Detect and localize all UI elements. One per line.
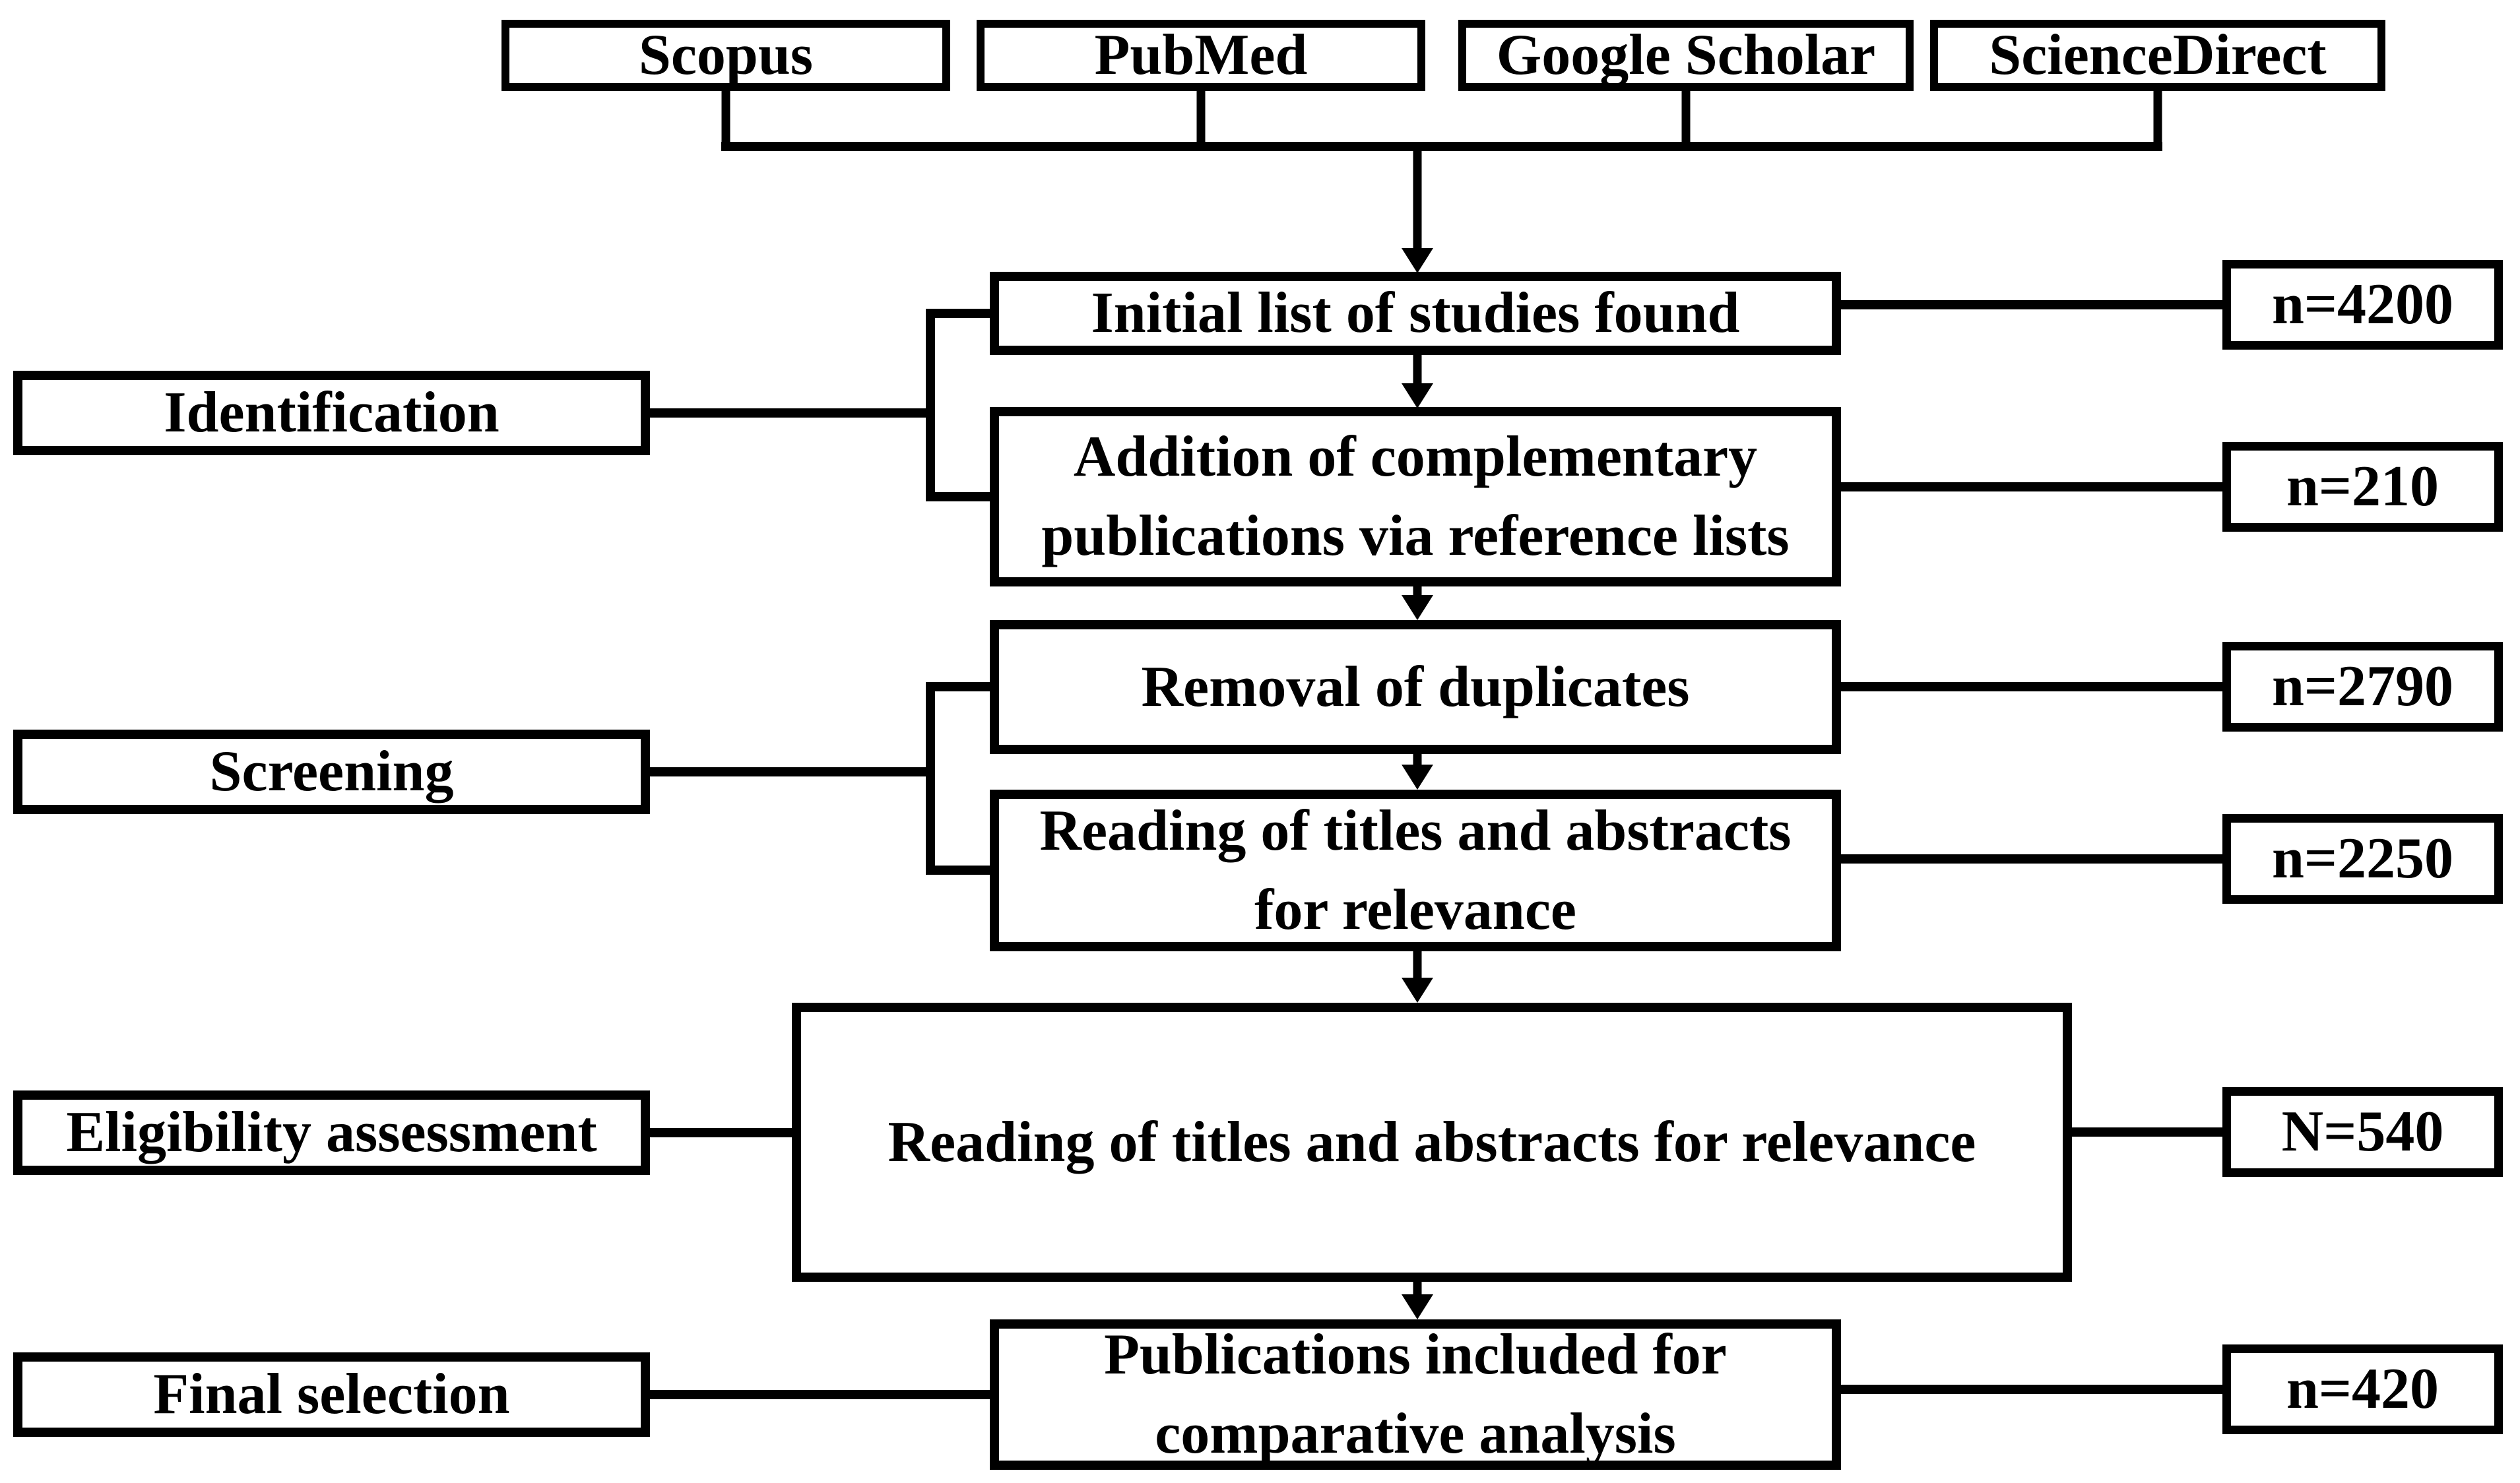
stage-box-initial-list: Initial list of studies found	[990, 272, 1841, 355]
source-drop-lines	[721, 87, 2162, 151]
arrowhead-to-included	[1402, 1294, 1433, 1319]
stage-label-addition-line2: publications via reference lists	[1041, 504, 1790, 568]
identification-bracket	[650, 309, 990, 501]
count-value-titles-abstracts: n=2250	[2271, 827, 2454, 891]
count-box-eligibility: N=540	[2222, 1087, 2503, 1177]
phase-box-final-selection: Final selection	[13, 1352, 650, 1437]
arrowhead-to-bigbox	[1402, 978, 1433, 1003]
arrowhead-to-addition	[1402, 383, 1433, 408]
stage-box-addition-complementary: Addition of complementary publications v…	[990, 407, 1841, 586]
phase-box-eligibility-assessment: Eligibility assessment	[13, 1090, 650, 1175]
source-label-google-scholar: Google Scholar	[1496, 23, 1876, 87]
arrowhead-to-initial	[1402, 248, 1433, 273]
count-box-removal: n=2790	[2222, 642, 2503, 732]
phase-label-screening: Screening	[209, 740, 454, 804]
source-box-pubmed: PubMed	[977, 20, 1425, 91]
arrowhead-to-screenread	[1402, 765, 1433, 790]
source-label-sciencedirect: ScienceDirect	[1989, 23, 2327, 87]
count-box-initial: n=4200	[2222, 260, 2503, 350]
phase-label-identification: Identification	[164, 381, 500, 445]
count-value-initial: n=4200	[2271, 272, 2454, 336]
stage-label-titles-abstracts-line2: for relevance	[1254, 877, 1576, 942]
stage-label-eligibility-reading: Reading of titles and abstracts for rele…	[888, 1110, 1976, 1174]
phase-label-final-selection: Final selection	[153, 1362, 510, 1426]
stage-label-addition-line1: Addition of complementary	[1073, 425, 1758, 489]
count-value-included: n=420	[2286, 1357, 2439, 1421]
stage-label-initial-list: Initial list of studies found	[1091, 281, 1740, 345]
phase-box-screening: Screening	[13, 730, 650, 814]
stage-label-included-line1: Publications included for	[1104, 1323, 1727, 1387]
count-box-titles-abstracts: n=2250	[2222, 814, 2503, 904]
stage-box-publications-included: Publications included for comparative an…	[990, 1319, 1841, 1470]
source-label-pubmed: PubMed	[1094, 23, 1308, 87]
source-box-sciencedirect: ScienceDirect	[1930, 20, 2385, 91]
screening-bracket	[650, 682, 990, 875]
count-value-addition: n=210	[2286, 455, 2439, 519]
count-value-eligibility: N=540	[2281, 1100, 2444, 1164]
count-value-removal: n=2790	[2271, 654, 2454, 718]
phase-box-identification: Identification	[13, 371, 650, 455]
phase-label-eligibility-assessment: Eligibility assessment	[66, 1100, 597, 1164]
stage-label-removal-duplicates: Removal of duplicates	[1141, 654, 1690, 719]
source-box-scopus: Scopus	[501, 20, 950, 91]
stage-label-titles-abstracts-line1: Reading of titles and abstracts	[1039, 798, 1792, 863]
source-label-scopus: Scopus	[638, 23, 814, 87]
count-box-addition: n=210	[2222, 442, 2503, 532]
stage-box-titles-abstracts-screening: Reading of titles and abstracts for rele…	[990, 790, 1841, 951]
stage-box-removal-duplicates: Removal of duplicates	[990, 620, 1841, 754]
source-box-google-scholar: Google Scholar	[1458, 20, 1914, 91]
arrowhead-to-removal	[1402, 595, 1433, 620]
stage-box-eligibility-reading: Reading of titles and abstracts for rele…	[792, 1003, 2072, 1282]
count-box-included: n=420	[2222, 1344, 2503, 1434]
stage-label-included-line2: comparative analysis	[1155, 1402, 1676, 1466]
